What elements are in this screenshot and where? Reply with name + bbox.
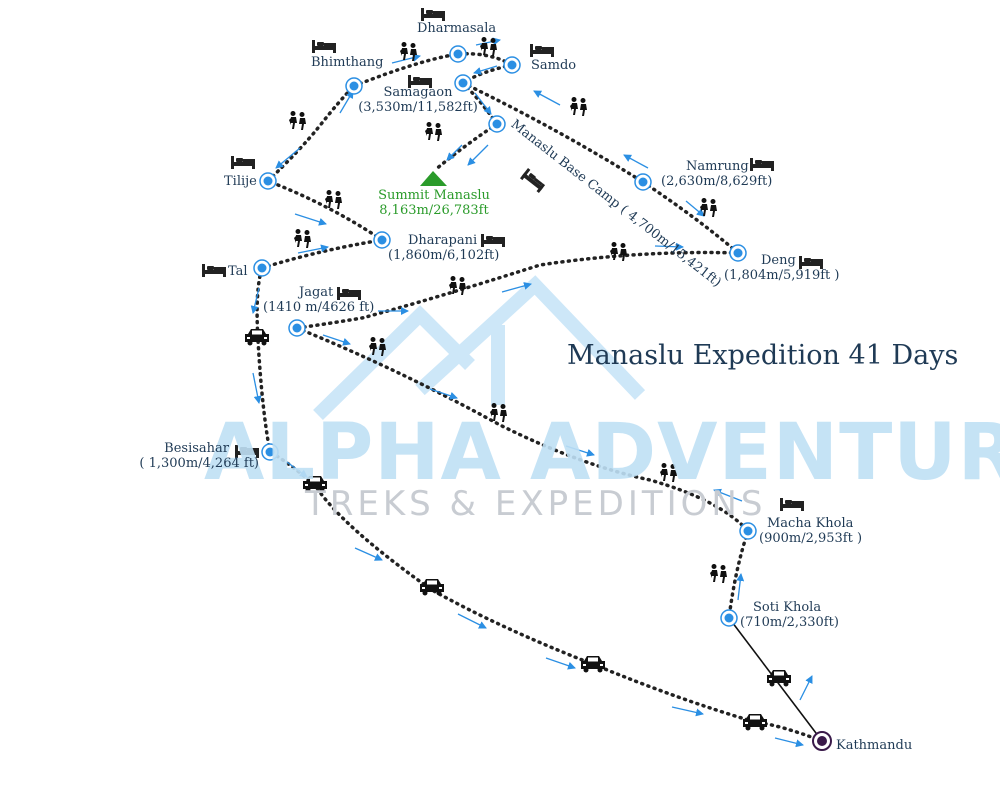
place-name: Namrung xyxy=(686,159,749,174)
map-title: Manaslu Expedition 41 Days xyxy=(567,340,959,371)
node-kathmandu[interactable] xyxy=(812,731,832,751)
node-basecamp[interactable] xyxy=(488,115,506,133)
bed-icon xyxy=(421,8,445,21)
car-icon xyxy=(581,656,605,673)
place-elevation: (900m/2,953ft ) xyxy=(759,531,863,546)
place-elevation: ( 1,300m/4,264 ft) xyxy=(139,456,259,471)
place-elevation: (1410 m/4626 ft) xyxy=(263,300,375,315)
label-namrung: Namrung (2,630m/8,629ft) xyxy=(661,159,772,189)
node-deng[interactable] xyxy=(729,244,747,262)
hikers-icon xyxy=(425,122,442,141)
hikers-icon xyxy=(710,564,727,583)
place-elevation: (2,630m/8,629ft) xyxy=(661,174,773,189)
label-summit: Summit Manaslu 8,163m/26,783ft xyxy=(371,188,497,218)
bed-icon xyxy=(312,40,336,53)
place-name: Macha Khola xyxy=(767,516,854,531)
hikers-icon xyxy=(400,42,417,61)
mountain-peak-icon xyxy=(420,171,447,186)
place-name: Samdo xyxy=(531,58,577,73)
node-namrung[interactable] xyxy=(634,173,652,191)
place-name: Tal xyxy=(228,264,248,279)
node-dharmasala[interactable] xyxy=(449,45,467,63)
place-name: Besisahar xyxy=(164,441,229,456)
watermark-main: ALPHA ADVENTURE xyxy=(204,408,1000,498)
bed-icon xyxy=(530,44,554,57)
hikers-icon xyxy=(570,97,587,116)
bed-icon xyxy=(780,498,804,511)
place-name: Soti Khola xyxy=(753,600,822,615)
node-samdo[interactable] xyxy=(503,56,521,74)
hikers-icon xyxy=(480,37,497,56)
place-elevation: (1,804m/5,919ft ) xyxy=(724,268,840,283)
watermark-house-icon xyxy=(313,275,646,420)
direction-arrows xyxy=(250,37,813,748)
watermark-sub: TREKS & EXPEDITIONS xyxy=(305,484,767,524)
hikers-icon xyxy=(294,229,311,248)
label-bhimthang: Bhimthang xyxy=(311,55,383,70)
label-kathmandu: Kathmandu xyxy=(836,738,912,753)
car-icon xyxy=(743,714,767,731)
bed-icon xyxy=(202,264,226,277)
node-samagaon[interactable] xyxy=(454,74,472,92)
node-bhimthang[interactable] xyxy=(345,77,363,95)
label-deng: Deng (1,804m/5,919ft ) xyxy=(724,253,839,283)
hikers-icon xyxy=(610,242,627,261)
place-name: Samagaon xyxy=(383,85,453,100)
place-name: Dharapani xyxy=(408,233,478,248)
label-machakhola: Macha Khola (900m/2,953ft ) xyxy=(759,516,862,546)
place-elevation: (3,530m/11,582ft) xyxy=(358,100,478,115)
label-sotikhola: Soti Khola (710m/2,330ft) xyxy=(740,600,839,630)
place-elevation: (710m/2,330ft) xyxy=(740,615,839,630)
place-name: Bhimthang xyxy=(311,55,384,70)
label-samagaon: Samagaon (3,530m/11,582ft) xyxy=(358,85,478,115)
car-icon xyxy=(420,579,444,596)
label-samdo: Samdo xyxy=(531,58,576,73)
place-name: Deng xyxy=(761,253,796,268)
place-elevation: 8,163m/26,783ft xyxy=(379,203,489,218)
label-besisahar: Besisahar ( 1,300m/4,264 ft) xyxy=(137,441,259,471)
node-tal[interactable] xyxy=(253,259,271,277)
node-dharapani[interactable] xyxy=(373,231,391,249)
bed-icon xyxy=(519,168,547,194)
label-dharapani: Dharapani (1,860m/6,102ft) xyxy=(388,233,499,263)
place-name: Dharmasala xyxy=(417,21,497,36)
node-machakhola[interactable] xyxy=(739,522,757,540)
place-elevation: (1,860m/6,102ft) xyxy=(388,248,500,263)
node-jagat[interactable] xyxy=(288,319,306,337)
node-tilije[interactable] xyxy=(259,172,277,190)
place-name: Summit Manaslu xyxy=(378,188,490,203)
place-name: Kathmandu xyxy=(836,738,913,753)
node-besisahar[interactable] xyxy=(261,443,279,461)
label-tal: Tal xyxy=(228,264,248,279)
place-name: Jagat xyxy=(299,285,334,300)
hikers-icon xyxy=(289,111,306,130)
stop-nodes xyxy=(253,45,832,751)
label-jagat: Jagat (1410 m/4626 ft) xyxy=(263,285,374,315)
label-dharmasala: Dharmasala xyxy=(417,21,496,36)
bed-icon xyxy=(231,156,255,169)
label-tilije: Tilije xyxy=(224,174,257,189)
car-icons xyxy=(245,329,791,731)
place-name: Tilije xyxy=(224,174,257,189)
node-sotikhola[interactable] xyxy=(720,609,738,627)
